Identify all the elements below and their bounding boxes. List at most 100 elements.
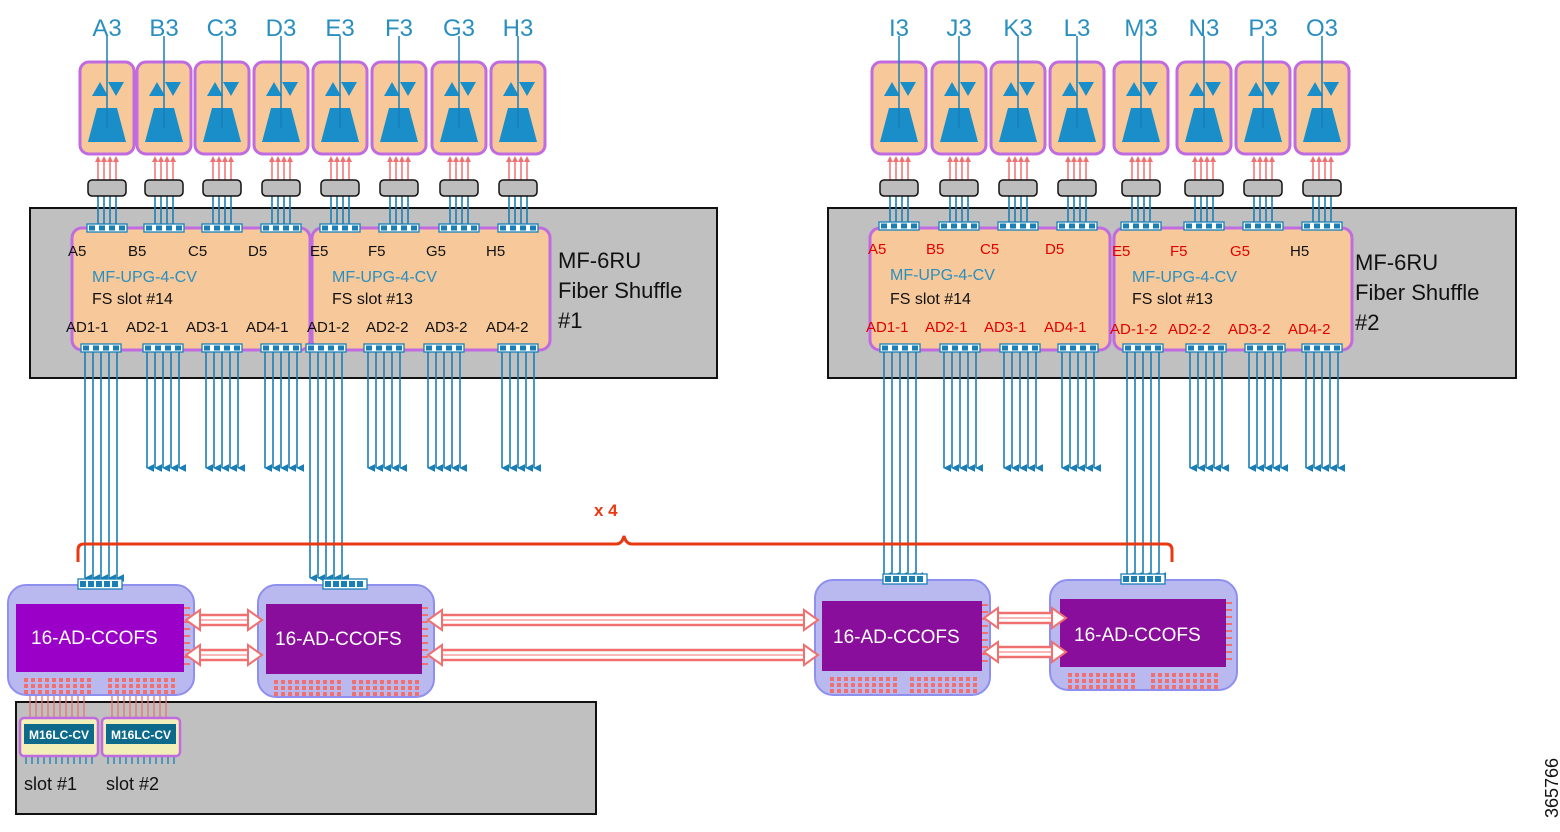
s1c2-slot: FS slot #13 — [332, 291, 413, 308]
ad-bottom-port — [1214, 685, 1218, 689]
port-cell — [1247, 345, 1253, 351]
port-cell — [1079, 223, 1085, 229]
ad-bottom-port — [309, 692, 313, 696]
port-strip — [260, 343, 302, 353]
ad-bottom-port — [945, 677, 949, 681]
ad-module-1 — [16, 604, 184, 672]
pink-arrow-icon — [1024, 156, 1030, 162]
ad-bottom-port — [931, 683, 935, 687]
ad-bottom-port — [1089, 673, 1093, 677]
ad-port-cell — [901, 576, 907, 582]
connector-plug — [1184, 179, 1224, 197]
ad-bottom-port — [73, 678, 77, 682]
port-cell — [961, 223, 967, 229]
ad-bottom-port — [966, 683, 970, 687]
ad-bottom-port — [844, 677, 848, 681]
port-cell — [99, 225, 105, 231]
ad-bottom-port — [879, 689, 883, 693]
s1c1-top-port-1: B5 — [128, 243, 146, 260]
ad-bottom-port — [136, 678, 140, 682]
ad-port-cell — [1139, 576, 1145, 582]
ad-bottom-port — [415, 692, 419, 696]
shuffle1-title-line3: #1 — [558, 308, 582, 333]
up-triangle-icon — [1003, 82, 1019, 96]
port-cell — [1155, 345, 1161, 351]
unit-label: P3 — [1248, 15, 1277, 42]
ad-bottom-port — [129, 684, 133, 688]
ad-bottom-port — [66, 684, 70, 688]
ad-bottom-port — [837, 683, 841, 687]
port-cell — [1135, 345, 1141, 351]
port-cell — [1334, 345, 1340, 351]
ad-bottom-port — [924, 683, 928, 687]
ad-bottom-port — [108, 690, 112, 694]
up-triangle-icon — [149, 82, 165, 96]
port-cell — [1208, 345, 1214, 351]
port-cell — [1032, 345, 1038, 351]
port-cell — [89, 225, 95, 231]
port-strip — [1057, 343, 1099, 353]
unit-right-4: M3 — [1112, 15, 1170, 156]
pink-arrow-icon — [1018, 156, 1024, 162]
port-cell — [1265, 223, 1271, 229]
ad-bottom-port — [87, 678, 91, 682]
pink-arrow-icon — [1269, 156, 1275, 162]
unit-label: J3 — [946, 15, 971, 42]
port-cell — [176, 225, 182, 231]
unit-left-4: E3 — [311, 15, 369, 156]
ad-port-cell — [325, 581, 331, 587]
ad-bottom-port — [1200, 679, 1204, 683]
pink-arrow-icon — [459, 156, 465, 162]
ad-bottom-port — [281, 692, 285, 696]
multiplier-label: x 4 — [594, 501, 618, 520]
ad-port-cell — [1155, 576, 1161, 582]
ad-bottom-port — [295, 680, 299, 684]
ad-bottom-port — [38, 678, 42, 682]
port-cell — [1304, 223, 1310, 229]
port-cell — [156, 225, 162, 231]
pink-link-arrow-right — [1051, 640, 1068, 664]
port-cell — [155, 345, 161, 351]
ad-bottom-port — [401, 692, 405, 696]
ad-bottom-port — [1214, 679, 1218, 683]
port-cell — [952, 345, 958, 351]
ad-bottom-port — [844, 683, 848, 687]
s2c1-bottom-port-0: AD1-1 — [866, 319, 909, 336]
m16-module-label: M16LC-CV — [29, 728, 89, 742]
ad-bottom-port — [1075, 679, 1079, 683]
ad-bottom-port — [1151, 685, 1155, 689]
port-cell — [971, 223, 977, 229]
port-cell — [1010, 223, 1016, 229]
pink-arrow-icon — [1263, 156, 1269, 162]
s1c1-bottom-port-3: AD4-1 — [246, 319, 289, 336]
port-strip — [999, 343, 1041, 353]
ad-bottom-port — [45, 684, 49, 688]
ad-bottom-port — [952, 689, 956, 693]
pink-arrow-icon — [1310, 156, 1316, 162]
pink-link-arrow-left — [184, 608, 201, 632]
s2c2-top-port-2: G5 — [1230, 243, 1250, 260]
port-cell — [911, 223, 917, 229]
port-cell — [1275, 223, 1281, 229]
ad-port-cell — [1147, 576, 1153, 582]
ad-bottom-port — [959, 677, 963, 681]
ad-bottom-port — [164, 678, 168, 682]
ad-bottom-port — [1179, 679, 1183, 683]
port-cell — [322, 225, 328, 231]
port-cell — [1143, 223, 1149, 229]
pink-arrow-icon — [1210, 156, 1216, 162]
port-cell — [1080, 345, 1086, 351]
ad-bottom-port — [330, 692, 334, 696]
ad-bottom-port — [164, 684, 168, 688]
ad-bottom-port — [157, 690, 161, 694]
port-cell — [1002, 345, 1008, 351]
ad-bottom-port — [164, 690, 168, 694]
port-cell — [1304, 345, 1310, 351]
s2c1-bottom-port-2: AD3-1 — [984, 319, 1027, 336]
ad-bottom-port — [24, 690, 28, 694]
ad-bottom-port — [143, 678, 147, 682]
unit-label: B3 — [149, 15, 178, 42]
ad-bottom-port — [973, 677, 977, 681]
ad-bottom-port — [872, 677, 876, 681]
ad-bottom-port — [52, 678, 56, 682]
